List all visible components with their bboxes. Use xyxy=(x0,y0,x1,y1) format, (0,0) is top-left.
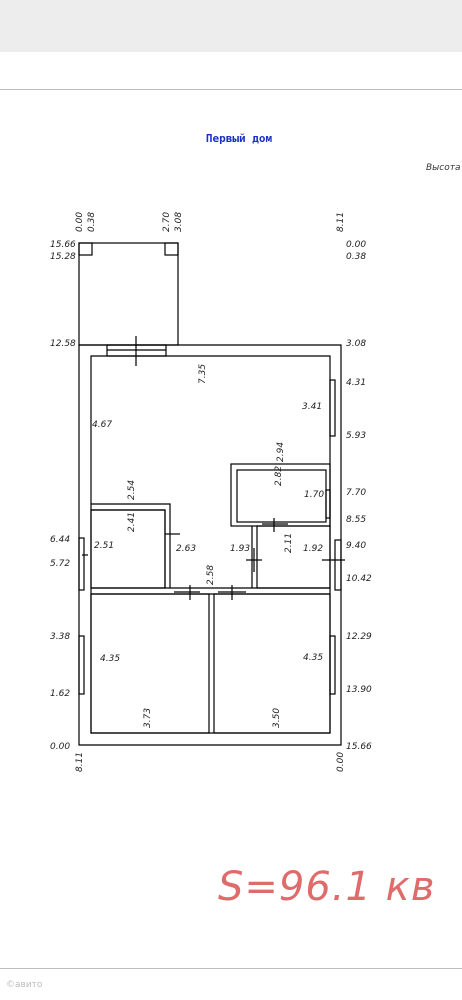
dim-left-1258: 12.58 xyxy=(50,339,76,349)
window-right-mid xyxy=(334,539,342,591)
room-dim-350: 3.50 xyxy=(272,708,282,728)
hall-wall-left xyxy=(91,503,171,588)
dim-top-811: 8.11 xyxy=(336,212,346,232)
room-dim-258: 2.58 xyxy=(206,565,216,585)
dim-left-644: 6.44 xyxy=(50,535,70,545)
dim-left-000: 0.00 xyxy=(50,742,70,752)
dim-right-855: 8.55 xyxy=(346,515,366,525)
height-label: Высота xyxy=(426,163,461,173)
dim-right-431: 4.31 xyxy=(346,378,366,388)
dim-left-338: 3.38 xyxy=(50,632,70,642)
porch-post-left xyxy=(78,242,93,256)
room-dim-254: 2.54 xyxy=(127,480,137,500)
room-dim-435a: 4.35 xyxy=(100,654,120,664)
outer-wall-outer xyxy=(78,344,342,746)
dim-top-038: 0.38 xyxy=(87,212,97,232)
room-dim-192: 1.92 xyxy=(303,544,323,554)
porch-post-right xyxy=(164,242,179,256)
window-left-bottom xyxy=(78,635,85,695)
sheet-border-bottom xyxy=(0,968,462,969)
watermark: ©авито xyxy=(6,980,43,990)
window-right-bottom xyxy=(329,635,336,695)
dim-right-1390: 13.90 xyxy=(346,685,372,695)
dim-right-940: 9.40 xyxy=(346,541,366,551)
room-dim-241: 2.41 xyxy=(127,512,137,532)
outer-wall-inner xyxy=(90,355,331,734)
dim-left-572: 5.72 xyxy=(50,559,70,569)
area-label: S=96.1 кв xyxy=(218,864,436,910)
dim-right-770: 7.70 xyxy=(346,488,366,498)
plan-title: Первый дом xyxy=(205,132,273,145)
dim-left-162: 1.62 xyxy=(50,689,70,699)
sheet-border-top xyxy=(0,89,462,90)
room-dim-294: 2.94 xyxy=(276,442,286,462)
room-dim-735: 7.35 xyxy=(198,364,208,384)
porch-outline xyxy=(78,242,179,346)
room-dim-341: 3.41 xyxy=(302,402,322,412)
dim-right-1229: 12.29 xyxy=(346,632,372,642)
dim-top-000: 0.00 xyxy=(75,212,85,232)
dim-top-308: 3.08 xyxy=(174,212,184,232)
bedroom-left xyxy=(90,593,210,734)
dim-right-1566: 15.66 xyxy=(346,742,372,752)
dim-top-270: 2.70 xyxy=(162,212,172,232)
dim-right-593: 5.93 xyxy=(346,431,366,441)
room-dim-193: 1.93 xyxy=(230,544,250,554)
dim-right-000: 0.00 xyxy=(346,240,366,250)
room-dim-211: 2.11 xyxy=(284,533,294,553)
window-right-top xyxy=(329,379,336,437)
room-dim-170: 1.70 xyxy=(304,490,324,500)
dim-bottom-000: 0.00 xyxy=(336,752,346,772)
dim-left-1566: 15.66 xyxy=(50,240,76,250)
dim-right-308: 3.08 xyxy=(346,339,366,349)
room-dim-467: 4.67 xyxy=(92,420,112,430)
room-dim-435b: 4.35 xyxy=(303,653,323,663)
dim-right-1042: 10.42 xyxy=(346,574,372,584)
room-dim-251: 2.51 xyxy=(94,541,114,551)
dim-left-1528: 15.28 xyxy=(50,252,76,262)
window-left-mid xyxy=(78,537,85,591)
room-dim-373: 3.73 xyxy=(143,708,153,728)
dim-bottom-811: 8.11 xyxy=(75,752,85,772)
room-dim-282: 2.82 xyxy=(274,466,284,486)
room-dim-263: 2.63 xyxy=(176,544,196,554)
dim-right-038: 0.38 xyxy=(346,252,366,262)
window-bath xyxy=(325,489,331,519)
